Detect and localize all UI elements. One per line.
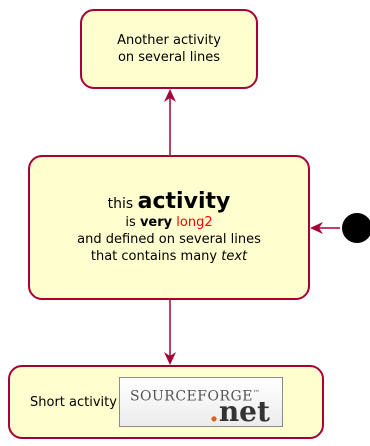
arrowhead-left: [310, 222, 323, 234]
sourceforge-logo-top-text: SOURCEFORGE: [129, 388, 253, 405]
top-activity-line2: on several lines: [117, 50, 221, 65]
activity-node-top: Another activity on several lines: [80, 9, 258, 89]
arrowhead-down: [164, 352, 176, 365]
middle-line4-pre: that contains many: [90, 249, 222, 264]
start-node-dot: [342, 213, 370, 243]
middle-big-word: activity: [137, 189, 231, 214]
top-activity-line1: Another activity: [117, 33, 221, 48]
middle-activity-line1: this activity: [108, 190, 231, 214]
activity-node-middle: this activity is very long2 and defined …: [28, 155, 310, 300]
middle-line2-bold: very: [139, 215, 173, 230]
sourceforge-logo-wordmark: SOURCEFORGE™: [130, 385, 260, 406]
sourceforge-logo-net-text: net: [218, 395, 270, 428]
middle-activity-line4: that contains many text: [91, 248, 247, 265]
middle-line2-red: long2: [176, 215, 213, 230]
activity-node-bottom: Short activity SOURCEFORGE™ .net: [8, 365, 324, 439]
sourceforge-logo-tm: ™: [252, 389, 261, 397]
arrowhead-up: [164, 89, 176, 102]
sourceforge-logo: SOURCEFORGE™ .net: [118, 377, 283, 427]
middle-line2-pre: is: [125, 215, 140, 230]
middle-activity-line2: is very long2: [125, 214, 212, 231]
bottom-activity-label: Short activity: [30, 394, 117, 410]
middle-lead-text: this: [107, 196, 138, 212]
sourceforge-logo-net: .net: [209, 398, 270, 426]
middle-line4-italic: text: [221, 249, 248, 264]
sourceforge-logo-dot: .: [209, 395, 219, 428]
middle-activity-line3: and defined on several lines: [77, 232, 261, 247]
